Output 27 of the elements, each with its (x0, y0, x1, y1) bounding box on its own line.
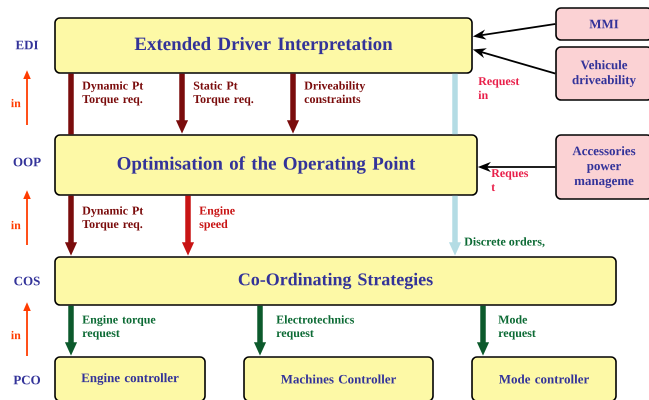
request-label: Reques t (491, 169, 528, 192)
level-label: COS (14, 276, 40, 286)
level-label: OOP (14, 158, 41, 166)
input-box: Vehicule driveability (555, 46, 649, 101)
process-box: Extended Driver Interpretation (54, 17, 473, 74)
process-box: Engine controller (54, 356, 206, 400)
process-box: Co-Ordinating Strategies (54, 256, 617, 306)
input-box: Accessories power manageme (555, 134, 649, 200)
edge-label: Static Pt Torque req. (193, 81, 254, 106)
input-box: MMI (555, 7, 649, 41)
level-note: in (11, 330, 21, 340)
level-label: EDI (16, 40, 38, 50)
edge-label: Electrotechnics request (276, 315, 354, 340)
level-label: PCO (14, 376, 40, 384)
process-box: Mode controller (471, 356, 617, 400)
edge-label: Mode request (498, 315, 536, 340)
process-box: Optimisation of the Operating Point (54, 134, 478, 196)
edge-label: Driveability constraints (304, 81, 366, 104)
level-note: in (11, 220, 21, 230)
edge-label: Dynamic Pt Torque req. (82, 81, 144, 106)
request-label: Request in (478, 77, 520, 99)
edge-label: Engine speed (199, 206, 235, 230)
edge-label: Engine torque request (82, 315, 156, 340)
edge-label: Dynamic Pt Torque req. (82, 206, 144, 230)
process-box: Machines Controller (243, 356, 434, 400)
edge-label: Discrete orders, (464, 237, 545, 248)
level-note: in (11, 98, 21, 108)
